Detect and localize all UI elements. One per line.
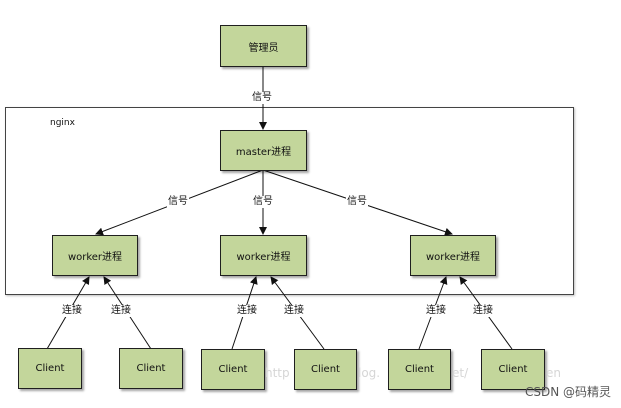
signal-label-admin: 信号	[251, 92, 273, 104]
connect-label-3: 连接	[236, 305, 258, 317]
source-credit: CSDN @码精灵	[524, 385, 611, 399]
client-node-2: Client	[119, 348, 183, 389]
client-node-1: Client	[18, 348, 82, 389]
signal-label-left: 信号	[167, 196, 189, 208]
nginx-label: nginx	[50, 118, 75, 128]
connect-label-6: 连接	[472, 305, 494, 317]
client-node-3: Client	[201, 349, 265, 390]
watermark-fragment-1: http	[265, 366, 290, 380]
connect-label-1: 连接	[61, 305, 83, 317]
worker-process-node-2: worker进程	[220, 235, 307, 276]
watermark-fragment-4: en	[546, 366, 561, 380]
watermark-fragment-3: et/	[452, 366, 469, 380]
worker-process-node-1: worker进程	[52, 235, 138, 276]
client-node-6: Client	[481, 349, 545, 390]
nginx-container	[5, 107, 574, 295]
worker-process-node-3: worker进程	[410, 235, 496, 276]
admin-node: 管理员	[220, 25, 307, 67]
client-node-4: Client	[294, 349, 357, 390]
client-node-5: Client	[388, 349, 451, 390]
watermark-fragment-2: log.	[358, 366, 381, 380]
signal-label-right: 信号	[346, 196, 368, 208]
master-process-node: master进程	[220, 130, 307, 171]
connect-label-2: 连接	[110, 305, 132, 317]
connect-label-4: 连接	[283, 305, 305, 317]
signal-label-mid: 信号	[252, 196, 274, 208]
connect-label-5: 连接	[425, 305, 447, 317]
